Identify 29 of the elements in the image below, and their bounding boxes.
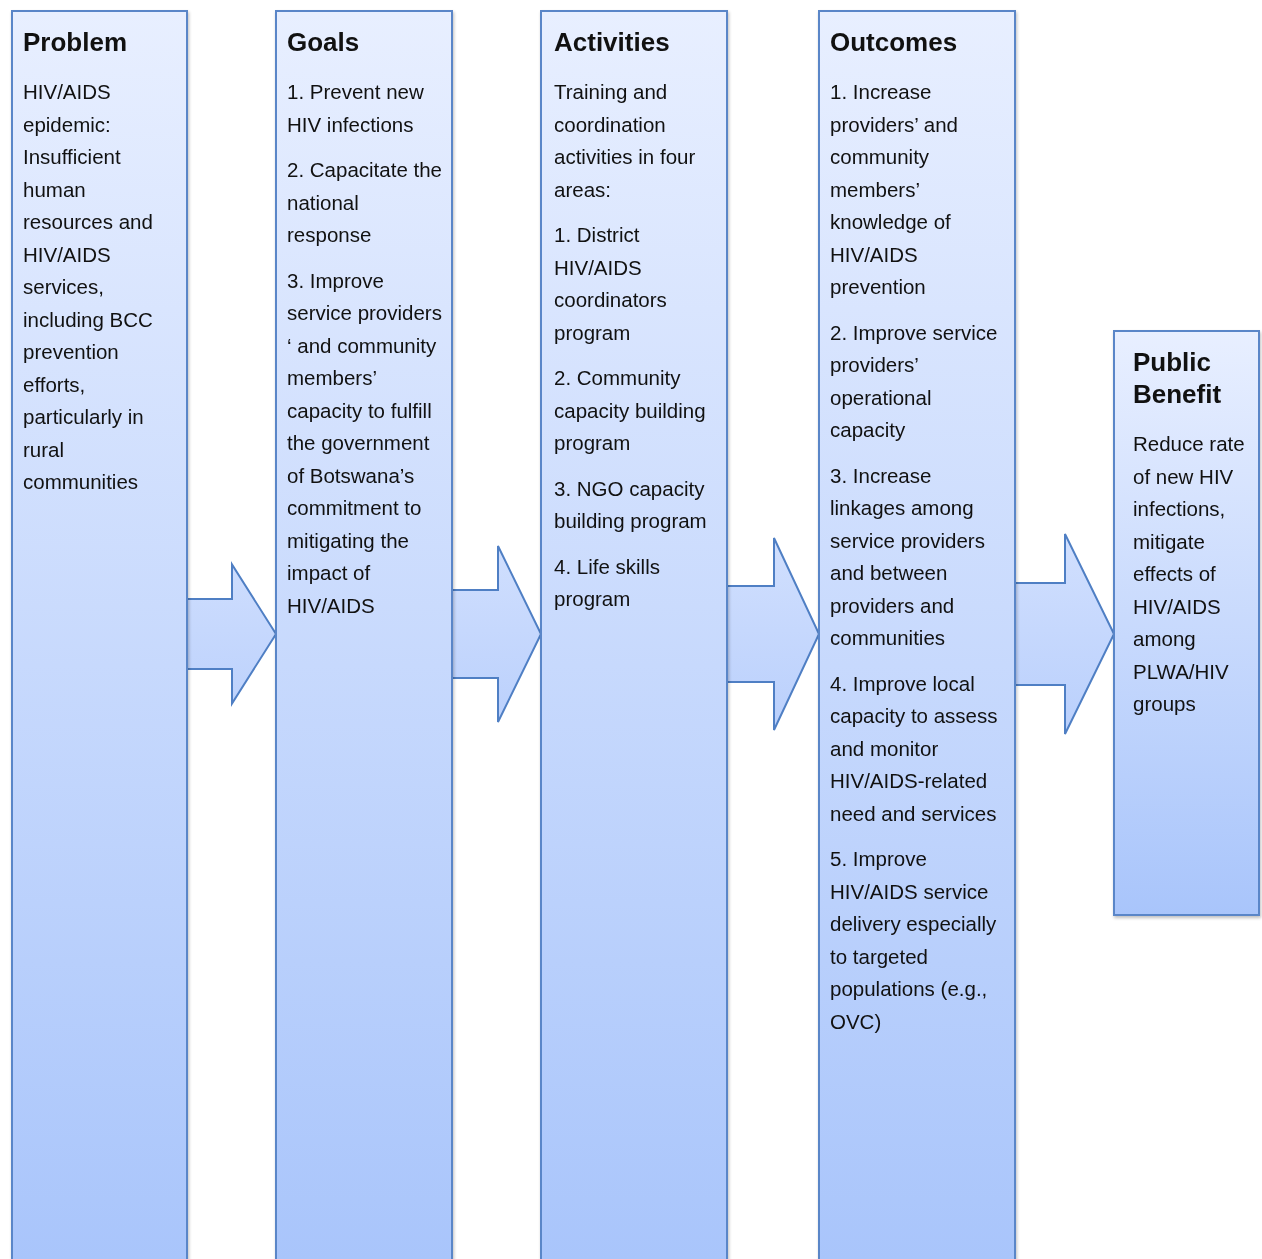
column-text: 2. Community capacity building program — [554, 365, 707, 456]
column-box — [275, 10, 453, 1259]
column-box — [818, 10, 1016, 1259]
column-text: 3. Improve service providers ‘ and community members’ capacity to fulfill the government of Botswana’s commitment to mitigating the impact of HIV/AIDS — [287, 267, 443, 619]
column-text: 5. Improve HIV/AIDS service delivery especially to targeted populations (e.g., OVC) — [830, 846, 998, 1035]
column-text: 2. Capacitate the national response — [287, 157, 443, 248]
column-text: 4. Improve local capacity to assess and monitor HIV/AIDS-related need and services — [830, 670, 999, 827]
column-text: 1. Increase providers’ and community members’ knowledge of HIV/AIDS prevention — [830, 79, 959, 300]
block-arrow — [726, 537, 821, 731]
column-heading: Goals — [287, 26, 361, 58]
column-text: 4. Life skills program — [554, 553, 661, 612]
column-text: 3. Increase linkages among service providers and between providers and communities — [830, 462, 986, 651]
column-text: 1. Prevent new HIV infections — [287, 79, 425, 138]
column-heading: Public Benefit — [1133, 346, 1223, 410]
column-heading: Problem — [23, 26, 129, 58]
column-box — [11, 10, 188, 1259]
column-text: 1. District HIV/AIDS coordinators program — [554, 222, 668, 346]
column-heading: Outcomes — [830, 26, 959, 58]
column-box — [1113, 330, 1260, 916]
block-arrow — [1014, 533, 1116, 735]
column-text: HIV/AIDS epidemic: Insufficient human resources and HIV/AIDS services, including BCC prevention efforts, particularly in rural communities — [23, 79, 154, 495]
column-text: Training and coordination activities in four areas: — [554, 79, 697, 203]
block-arrow — [451, 545, 543, 723]
column-heading: Activities — [554, 26, 671, 58]
column-text: 2. Improve service providers’ operational capacity — [830, 319, 999, 443]
column-text: Reduce rate of new HIV infections, mitigate effects of HIV/AIDS among PLWA/HIV groups — [1133, 431, 1246, 717]
column-box — [540, 10, 728, 1259]
block-arrow — [186, 561, 278, 707]
column-text: 3. NGO capacity building program — [554, 475, 708, 534]
